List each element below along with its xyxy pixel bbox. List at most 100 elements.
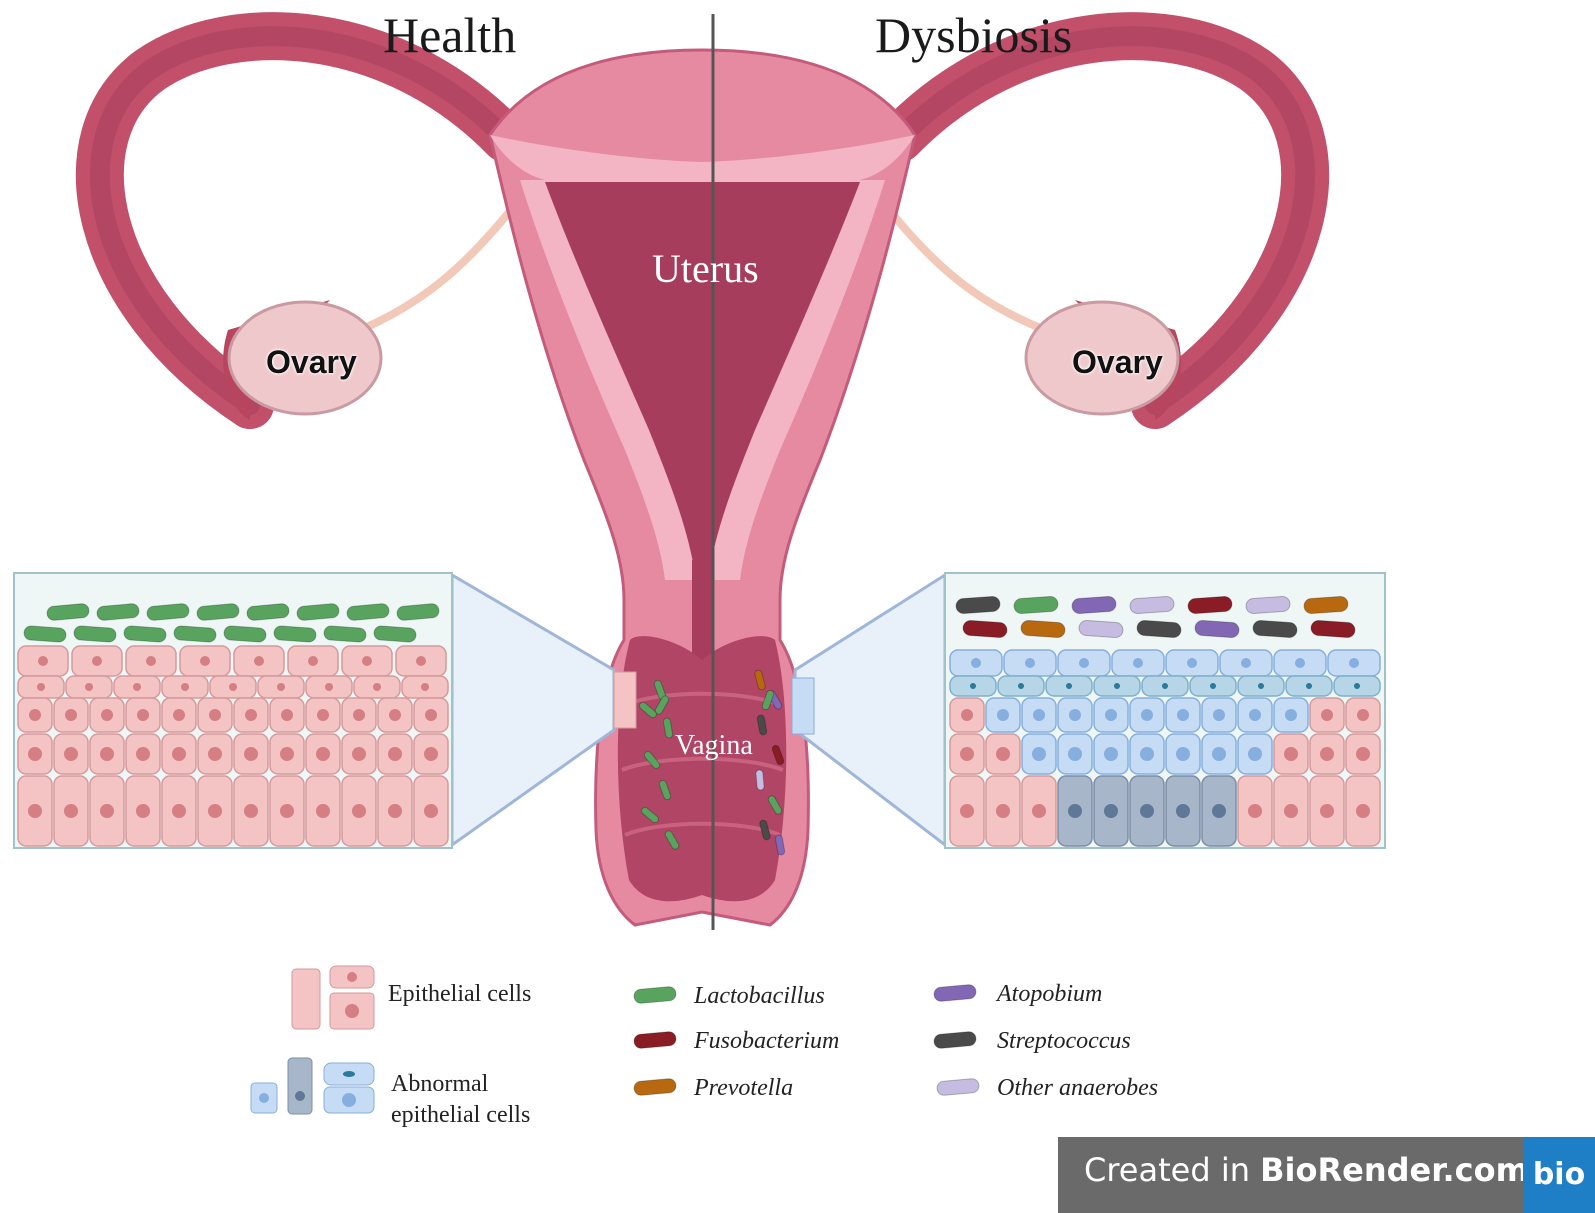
lactobacillus-rod (296, 603, 340, 621)
epithelial-cell (125, 697, 161, 733)
lactobacillus-rod (641, 806, 659, 824)
bacterium-rod (767, 795, 783, 815)
abnormal-epithelial-cell (1111, 649, 1165, 677)
ovarian-ligament-right (881, 202, 1047, 334)
abnormal-epithelial-cell (1189, 675, 1237, 697)
lactobacillus-rod (23, 625, 67, 643)
legend-lactobacillus-label: Lactobacillus (694, 983, 825, 1009)
epithelial-cell (377, 775, 413, 847)
abnormal-epithelial-cell (1285, 675, 1333, 697)
epithelial-cell (1273, 697, 1309, 733)
lactobacillus-rod (662, 717, 674, 739)
epithelial-cell (65, 675, 113, 699)
abnormal-epithelial-cell (1333, 675, 1381, 697)
epithelial-cell (1129, 697, 1165, 733)
epithelial-cell (1345, 775, 1381, 847)
epithelial-cell (1129, 775, 1165, 847)
epithelial-cell (1129, 733, 1165, 775)
lactobacillus-rod (246, 603, 290, 621)
lactobacillus-rod (373, 625, 417, 643)
biorender-badge[interactable]: Created in BioRender.com bio (1058, 1137, 1595, 1213)
epithelial-cell (161, 675, 209, 699)
epithelial-cell (1057, 775, 1093, 847)
lactobacillus-rod (146, 603, 190, 621)
abnormal-epithelial-cell (949, 649, 1003, 677)
epithelial-cell (209, 675, 257, 699)
epithelial-cell (233, 775, 269, 847)
epithelial-cell (1273, 733, 1309, 775)
epithelial-cell (179, 645, 231, 677)
epithelial-cell (197, 733, 233, 775)
lactobacillus-rod (223, 625, 267, 643)
legend-abnormal-cells-label-2: epithelial cells (391, 1102, 531, 1128)
lactobacillus-rod (396, 603, 440, 621)
bacterium-rod (774, 834, 786, 856)
epithelial-cell (1345, 697, 1381, 733)
bacterium-rod (1252, 619, 1298, 639)
epithelial-cell (341, 733, 377, 775)
lactobacillus-rod (654, 695, 670, 715)
zoom-funnel-right (793, 572, 947, 849)
bacterium-rod (755, 769, 765, 791)
epithelial-cell (1021, 733, 1057, 775)
title-health: Health (383, 7, 517, 63)
bacterium-rod (1020, 619, 1066, 639)
epithelial-cell (1237, 697, 1273, 733)
bacterium-rod (1136, 619, 1182, 639)
legend-fusobacterium-label: Fusobacterium (694, 1028, 840, 1054)
epithelial-cell (161, 733, 197, 775)
fallopian-tube-left-inner (89, 26, 515, 415)
bacterium-rod (761, 689, 775, 711)
abnormal-epithelial-cell (1219, 649, 1273, 677)
legend-streptococcus-icon (933, 1031, 977, 1049)
epithelial-cell (353, 675, 401, 699)
epithelial-cell (89, 697, 125, 733)
biorender-credit-prefix: Created in (1084, 1151, 1261, 1189)
epithelial-cell (1201, 733, 1237, 775)
epithelial-cell (89, 775, 125, 847)
health-epithelium (17, 645, 449, 847)
abnormal-epithelial-cell (1045, 675, 1093, 697)
vaginal-rugae-2 (621, 756, 784, 772)
abnormal-epithelial-cell (1327, 649, 1381, 677)
epithelial-cell (287, 645, 339, 677)
legend-epithelial-cells-icon (291, 965, 375, 1030)
epithelial-cell (305, 675, 353, 699)
lactobacillus-rod (73, 625, 117, 643)
abnormal-epithelial-cell (1237, 675, 1285, 697)
epithelial-cell (161, 775, 197, 847)
legend-streptococcus-label: Streptococcus (997, 1028, 1131, 1054)
bacterium-rod (756, 714, 768, 736)
legend-prevotella-label: Prevotella (694, 1075, 794, 1101)
tissue-marker-right (791, 677, 815, 735)
legend-bacteria-icons (633, 984, 980, 1096)
epithelial-cell (305, 697, 341, 733)
legend-abnormal-cells-icon (250, 1057, 375, 1115)
biorender-brand: BioRender.com (1260, 1151, 1529, 1189)
epithelial-cell (377, 697, 413, 733)
epithelial-cell (985, 697, 1021, 733)
epithelial-cell (257, 675, 305, 699)
epithelial-cell (71, 645, 123, 677)
ovarian-ligament-left (358, 202, 519, 334)
epithelial-cell (413, 733, 449, 775)
label-vagina: Vagina (675, 730, 753, 761)
epithelial-cell (1165, 697, 1201, 733)
epithelial-cell (1345, 733, 1381, 775)
lactobacillus-rod (46, 603, 90, 621)
tissue-marker-left (613, 671, 637, 729)
epithelial-cell (233, 697, 269, 733)
epithelial-cell (1237, 775, 1273, 847)
fallopian-tube-right-inner (890, 26, 1316, 415)
dysbiosis-bacteria-layer (955, 595, 1356, 639)
lactobacillus-rod (658, 779, 672, 801)
label-ovary-left: Ovary (266, 344, 357, 380)
legend-epithelial-cells-label: Epithelial cells (388, 981, 532, 1007)
epithelial-cell (305, 775, 341, 847)
epithelial-cell (1057, 697, 1093, 733)
bacterium-rod (759, 819, 771, 841)
epithelial-cell (377, 733, 413, 775)
lactobacillus-rod (123, 625, 167, 643)
